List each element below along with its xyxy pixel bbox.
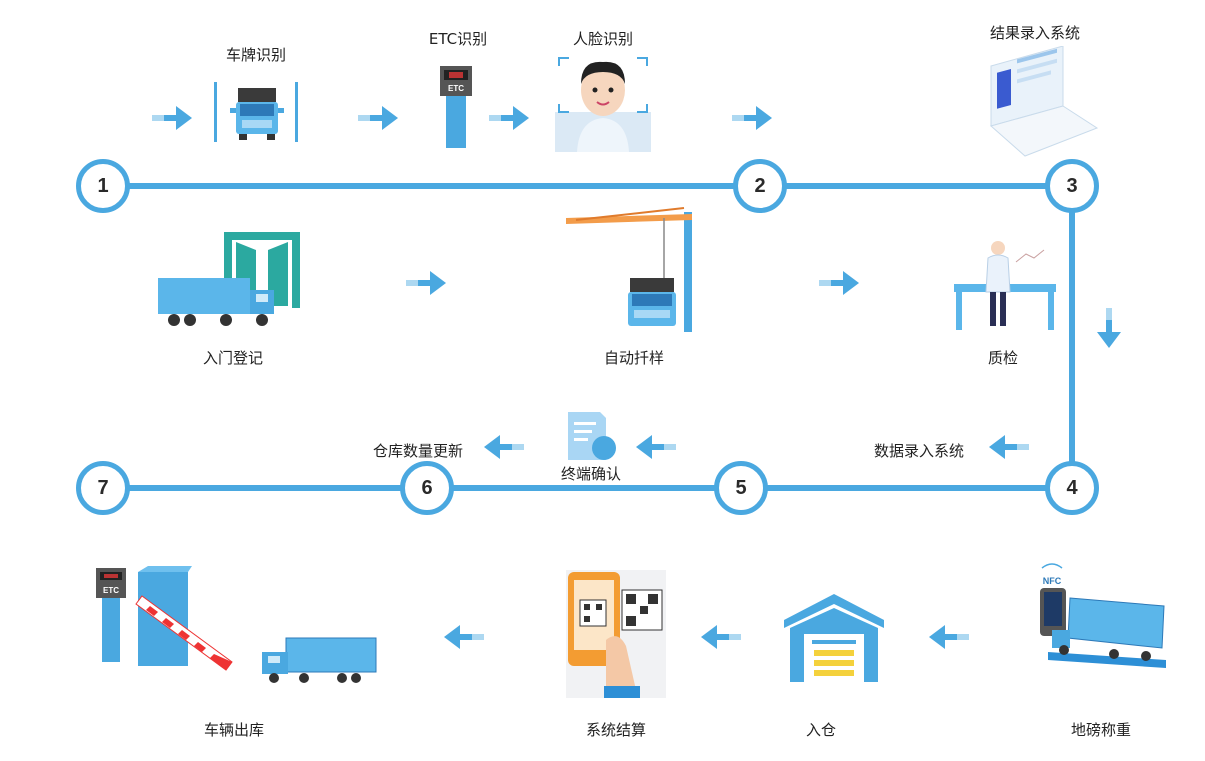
label-into-warehouse: 入仓 xyxy=(805,721,837,739)
label-stock-update: 仓库数量更新 xyxy=(372,442,464,460)
label-weighbridge: 地磅称重 xyxy=(1070,721,1132,739)
step-node-1: 1 xyxy=(76,159,130,213)
laptop-system-icon xyxy=(989,46,1099,157)
quality-inspection-icon xyxy=(954,241,1056,330)
arrow-left-icon xyxy=(989,435,1029,459)
label-gate-registration: 入门登记 xyxy=(202,349,264,367)
label-plate-recognition: 车牌识别 xyxy=(225,46,287,64)
vehicle-exit-icon: ETC xyxy=(96,566,377,683)
label-quality-inspection: 质检 xyxy=(987,349,1019,367)
nfc-text: NFC xyxy=(1043,576,1062,586)
etc-post-icon: ETC xyxy=(440,66,472,148)
auto-sampler-icon xyxy=(566,207,692,332)
step-node-3: 3 xyxy=(1045,159,1099,213)
warehouse-icon xyxy=(784,594,884,682)
label-vehicle-exit: 车辆出库 xyxy=(203,721,265,739)
step-node-2: 2 xyxy=(733,159,787,213)
label-auto-sampling: 自动扦样 xyxy=(603,349,665,367)
step-node-6: 6 xyxy=(400,461,454,515)
arrow-left-icon xyxy=(636,435,676,459)
label-data-entry: 数据录入系统 xyxy=(873,442,965,460)
weighbridge-truck-icon: NFC xyxy=(1040,563,1166,668)
arrow-right-icon xyxy=(358,106,398,130)
label-face-recognition: 人脸识别 xyxy=(572,30,634,48)
arrow-left-icon xyxy=(484,435,524,459)
step-node-4: 4 xyxy=(1045,461,1099,515)
arrow-right-icon xyxy=(152,106,192,130)
gate-truck-icon xyxy=(158,232,300,326)
license-plate-camera-icon xyxy=(214,82,298,142)
label-system-entry: 结果录入系统 xyxy=(989,24,1081,42)
etc-sign-text: ETC xyxy=(103,586,119,595)
arrow-right-icon xyxy=(406,271,446,295)
step-node-5: 5 xyxy=(714,461,768,515)
label-etc-recognition: ETC识别 xyxy=(428,30,488,48)
label-system-settlement: 系统结算 xyxy=(585,721,647,739)
step-node-7: 7 xyxy=(76,461,130,515)
arrow-left-icon xyxy=(701,625,741,649)
face-recognition-icon xyxy=(555,57,651,152)
arrow-right-icon xyxy=(732,106,772,130)
arrow-right-icon xyxy=(489,106,529,130)
arrow-down-icon xyxy=(1097,308,1121,348)
arrow-left-icon xyxy=(444,625,484,649)
label-terminal-confirm: 终端确认 xyxy=(560,465,622,483)
arrow-left-icon xyxy=(929,625,969,649)
etc-sign-text: ETC xyxy=(448,84,464,93)
system-settlement-icon xyxy=(566,570,666,698)
terminal-confirm-icon xyxy=(568,412,616,460)
arrow-right-icon xyxy=(819,271,859,295)
